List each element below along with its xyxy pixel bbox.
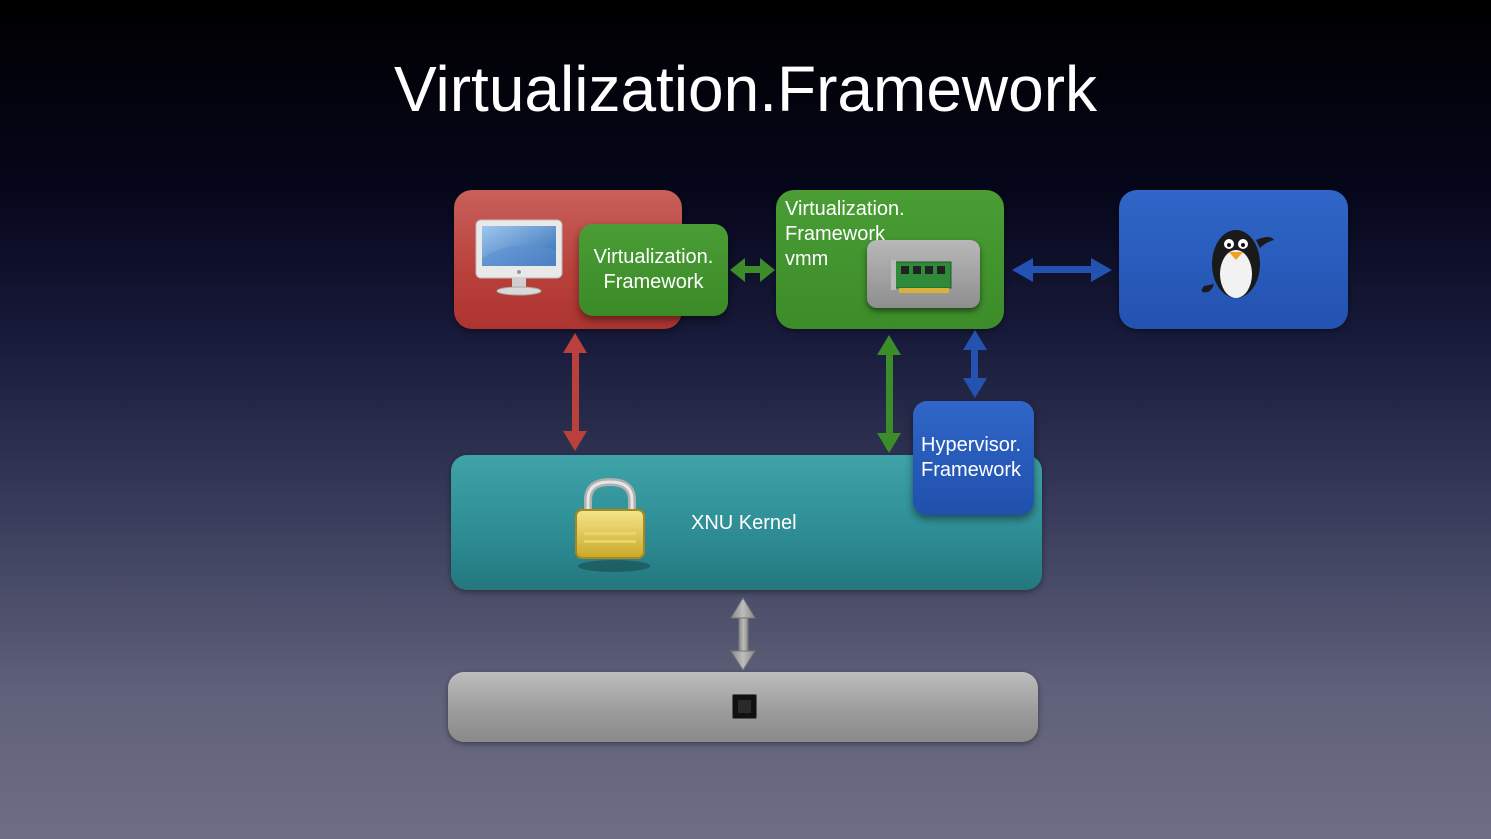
- vmm-hypervisor-arrow: [963, 330, 987, 398]
- hypervisor-framework-box: Hypervisor. Framework: [913, 401, 1034, 515]
- host-framework-label-2: Framework: [603, 271, 704, 293]
- framework-vmm-arrow: [730, 258, 775, 282]
- hypervisor-label-1: Hypervisor.: [921, 434, 1022, 456]
- chip-icon: [732, 694, 757, 719]
- host-framework-label-1: Virtualization.: [593, 246, 714, 268]
- vmm-kernel-arrow: [877, 335, 901, 453]
- hypervisor-label-2: Framework: [921, 459, 1022, 481]
- linux-penguin-icon: [1201, 230, 1274, 298]
- vmm-label-3: vmm: [785, 248, 829, 270]
- host-kernel-arrow: [563, 333, 587, 451]
- vmm-label: Virtualization. Framework vmm: [785, 197, 905, 272]
- vmm-guest-arrow: [1012, 258, 1112, 282]
- vmm-label-1: Virtualization.: [785, 198, 905, 220]
- imac-icon: [475, 219, 563, 296]
- kernel-hardware-arrow: [730, 597, 756, 671]
- vmm-label-2: Framework: [785, 223, 886, 245]
- slide-title: Virtualization.Framework: [393, 53, 1098, 125]
- expansion-card-icon: [891, 260, 952, 293]
- kernel-label: XNU Kernel: [691, 512, 797, 534]
- padlock-icon: [575, 478, 650, 572]
- host-framework-box: Virtualization. Framework: [579, 224, 728, 316]
